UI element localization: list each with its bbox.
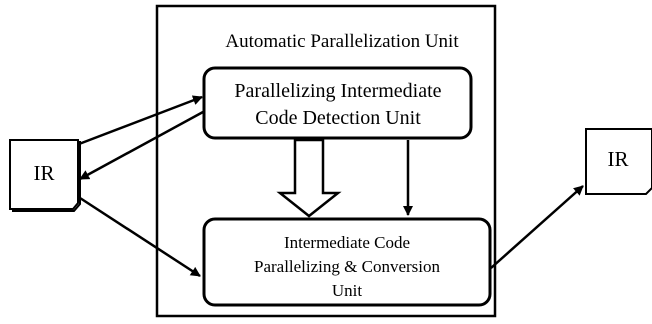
arrow-conversion-to-output-ir <box>490 185 584 269</box>
detection-unit-label-line1: Parallelizing Intermediate <box>234 80 441 102</box>
automatic-parallelization-unit-box <box>155 4 497 318</box>
detection-unit-label-line2: Code Detection Unit <box>255 107 421 129</box>
conversion-unit-label-line3: Unit <box>332 281 363 300</box>
conversion-unit-label-line2: Parallelizing & Conversion <box>254 257 441 276</box>
output-ir-label: IR <box>608 147 629 171</box>
input-ir-document-shadow <box>12 141 81 212</box>
conversion-unit-box <box>202 217 492 307</box>
arrow-detection-to-ir <box>79 110 204 181</box>
conversion-unit-label-line1: Intermediate Code <box>284 233 410 252</box>
input-ir-document <box>9 139 79 210</box>
block-arrow-detection-to-conversion <box>276 138 342 218</box>
automatic-parallelization-unit-title: Automatic Parallelization Unit <box>225 31 459 52</box>
input-ir-label: IR <box>34 161 55 185</box>
output-ir-document <box>585 128 652 195</box>
detection-unit-box <box>202 66 473 140</box>
arrow-ir-to-detection <box>78 95 203 146</box>
arrow-ir-to-conversion <box>79 196 201 278</box>
